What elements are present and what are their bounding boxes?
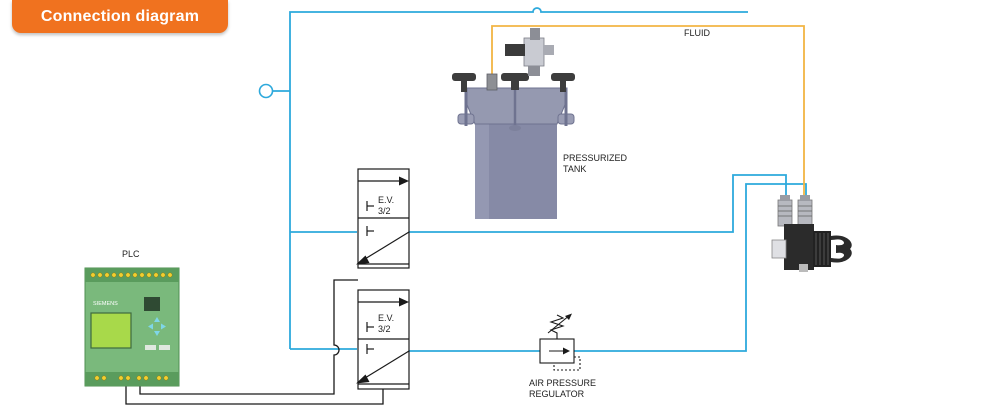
fluid-lines [491,25,805,203]
plc-output-terminals [94,375,169,381]
control-wires [125,279,384,405]
diagram-title: Connection diagram [40,8,200,25]
regulator-label-line2: REGULATOR [529,389,585,399]
plc-input-terminals [90,272,173,278]
diagram-title-badge: Connection diagram [12,0,228,33]
air-pressure-regulator [539,313,581,371]
fluid-label: FLUID [684,28,711,38]
solenoid-valve-top [356,168,410,269]
wire-plc-to-bottom-valve [125,386,384,405]
plc-controller: SIEMENS PLC [84,249,180,387]
tank-lid-knobs [452,73,575,92]
plc-display [90,312,132,349]
air-supply-trunk [289,7,748,349]
valve-top-label-line2: 3/2 [378,206,391,216]
air-line-regulator-to-gun [574,183,807,352]
tank-label-line2: TANK [563,164,586,174]
plc-label: PLC [122,249,140,259]
valve-top-label-line1: E.V. [378,195,394,205]
air-supply-inlet-symbol [258,83,274,99]
regulator-label-line1: AIR PRESSURE [529,378,596,388]
fluid-line-tank-to-gun [491,25,805,203]
valve-bottom-label-line1: E.V. [378,313,394,323]
wire-plc-to-top-valve [139,279,358,395]
air-lines [258,7,807,352]
spray-gun [771,195,852,272]
air-line-top-valve-to-gun [409,174,787,233]
pressurized-tank: PRESSURIZED TANK [452,28,628,219]
spray-gun-body [784,224,814,270]
plc-keypad [148,317,166,336]
solenoid-valve-bottom [356,289,410,390]
tank-label-line1: PRESSURIZED [563,153,628,163]
plc-brand: SIEMENS [93,301,118,307]
tank-regulator [523,37,545,67]
valve-bottom-label-line2: 3/2 [378,324,391,334]
